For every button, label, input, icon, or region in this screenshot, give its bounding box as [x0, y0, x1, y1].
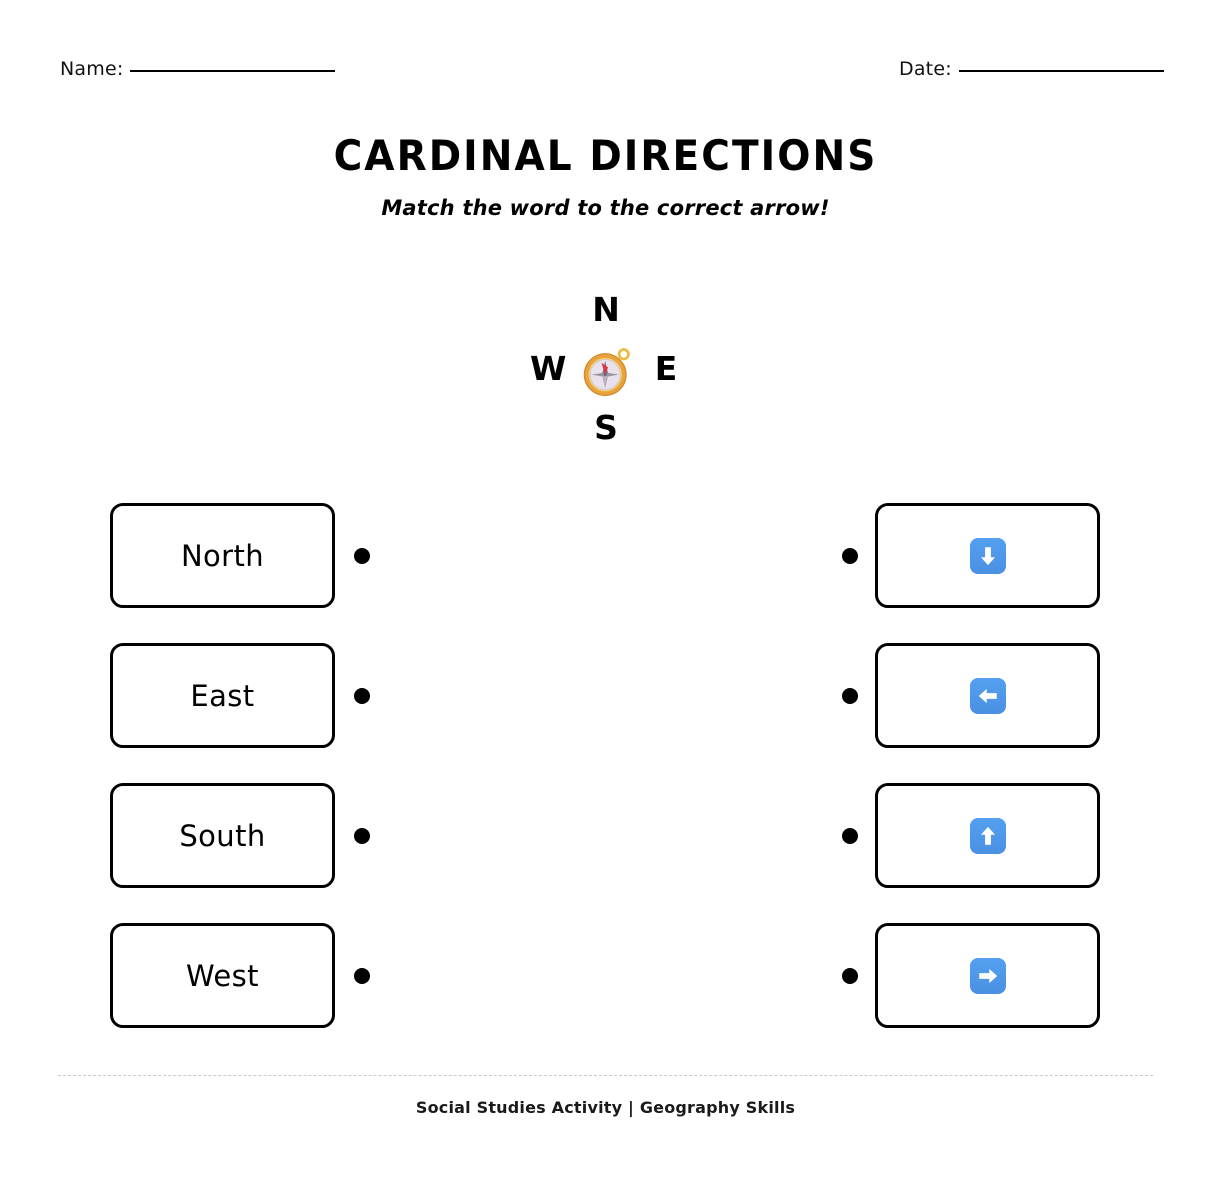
word-label: West	[186, 958, 259, 993]
matching-activity: North East South	[0, 503, 1211, 1063]
compass-label-south: S	[594, 408, 618, 447]
name-write-line[interactable]	[130, 70, 336, 72]
compass-icon	[578, 342, 636, 400]
arrow-box-up[interactable]	[875, 783, 1100, 888]
match-row: West	[0, 923, 1211, 1063]
word-label: South	[179, 818, 266, 853]
connector-dot-right[interactable]	[842, 828, 858, 844]
compass-label-north: N	[592, 290, 620, 329]
match-row: East	[0, 643, 1211, 783]
word-box-west[interactable]: West	[110, 923, 335, 1028]
date-label: Date:	[899, 58, 952, 80]
connector-dot-right[interactable]	[842, 548, 858, 564]
header-fields: Name: Date:	[0, 58, 1211, 92]
arrow-box-down[interactable]	[875, 503, 1100, 608]
match-row: North	[0, 503, 1211, 643]
word-box-east[interactable]: East	[110, 643, 335, 748]
compass-label-east: E	[654, 349, 678, 388]
footer-text: Social Studies Activity | Geography Skil…	[415, 1098, 796, 1117]
connector-dot-right[interactable]	[842, 688, 858, 704]
page-subtitle: Match the word to the correct arrow!	[381, 196, 830, 220]
word-box-north[interactable]: North	[110, 503, 335, 608]
up-arrow-icon	[969, 817, 1006, 854]
match-row: South	[0, 783, 1211, 923]
name-field[interactable]: Name:	[60, 58, 336, 80]
arrow-box-left[interactable]	[875, 643, 1100, 748]
date-write-line[interactable]	[958, 70, 1164, 72]
down-arrow-icon	[969, 537, 1006, 574]
footer-divider	[58, 1075, 1153, 1076]
page-title: CARDINAL DIRECTIONS	[333, 131, 878, 180]
right-arrow-icon	[969, 957, 1006, 994]
word-box-south[interactable]: South	[110, 783, 335, 888]
word-label: East	[190, 678, 255, 713]
left-arrow-icon	[969, 677, 1006, 714]
word-label: North	[180, 538, 265, 573]
connector-dot-left[interactable]	[354, 688, 370, 704]
compass-label-west: W	[530, 349, 567, 388]
compass-rose: N W E S	[506, 282, 706, 452]
connector-dot-left[interactable]	[354, 828, 370, 844]
connector-dot-left[interactable]	[354, 968, 370, 984]
connector-dot-right[interactable]	[842, 968, 858, 984]
date-field[interactable]: Date:	[899, 58, 1164, 80]
arrow-box-right[interactable]	[875, 923, 1100, 1028]
name-label: Name:	[60, 58, 124, 80]
connector-dot-left[interactable]	[354, 548, 370, 564]
